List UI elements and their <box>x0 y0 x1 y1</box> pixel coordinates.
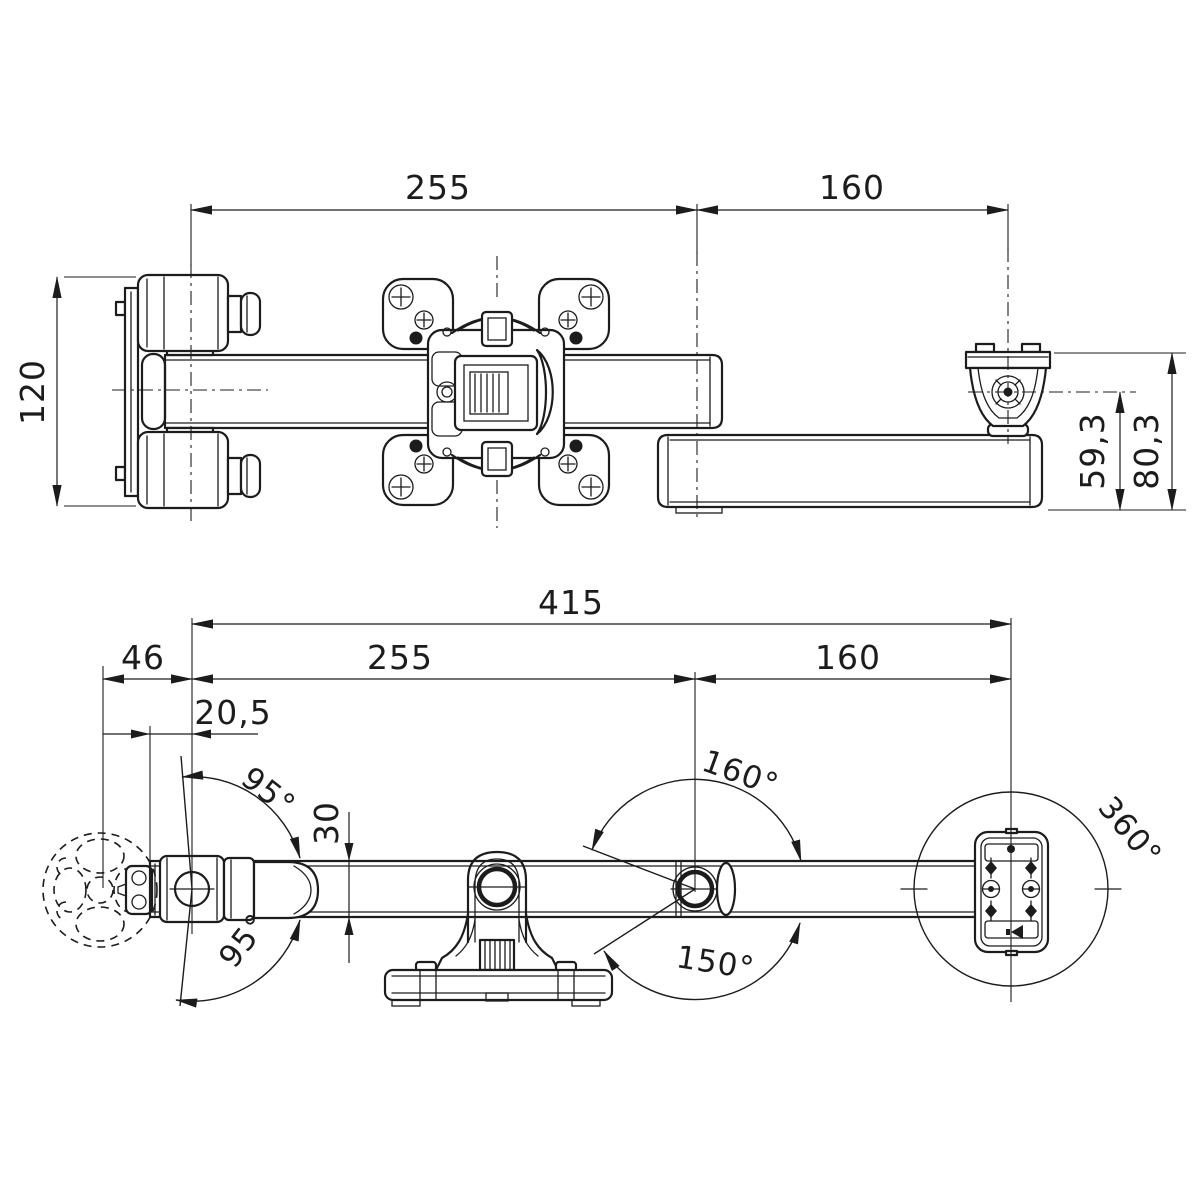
clamp-knob-front <box>42 832 158 948</box>
dim-label-total: 415 <box>538 583 604 622</box>
vesa-screw-holes <box>388 284 604 500</box>
angle-label-mid-upper: 160° <box>697 743 783 804</box>
top-centerlines <box>112 248 1136 528</box>
angle-label-swivel-upper: 95° <box>234 760 302 824</box>
angle-label-mid-lower: 150° <box>674 939 757 987</box>
desk-mount-front <box>383 850 614 1007</box>
vesa-centre-mechanism <box>431 348 554 437</box>
dim-label-pivot-height: 59,3 <box>1073 412 1112 489</box>
dim-label-profile-height: 30 <box>307 801 346 845</box>
dim-label-arm1-front: 255 <box>367 638 433 677</box>
desk-clamp-top <box>114 273 262 510</box>
clamp-screw-bracket <box>117 864 154 916</box>
top-dimensions: 255 160 120 59,3 80,3 <box>13 168 1186 511</box>
end-plate-holes <box>981 857 1041 939</box>
dim-label-top-height: 80,3 <box>1127 412 1166 489</box>
arm-segment-2-top <box>656 433 1044 514</box>
vesa-plate-top <box>381 277 611 507</box>
front-view: 95° 95° 160° 150° 360° 415 46 255 160 <box>42 583 1169 1008</box>
dim-label-arm1-top: 255 <box>405 168 471 207</box>
pivot-2-front <box>670 861 737 917</box>
dim-label-edge-offset: 20,5 <box>194 693 271 732</box>
dim-label-clamp-height: 120 <box>13 359 52 425</box>
front-dimensions: 415 46 255 160 20,5 30 <box>102 583 1012 1002</box>
top-view: 255 160 120 59,3 80,3 <box>13 168 1186 528</box>
angle-label-rotation: 360° <box>1091 790 1169 873</box>
dim-label-arm2-front: 160 <box>815 638 881 677</box>
dim-label-arm2-top: 160 <box>819 168 885 207</box>
pivot-1-front <box>158 854 320 924</box>
dim-label-clamp-offset: 46 <box>121 638 165 677</box>
